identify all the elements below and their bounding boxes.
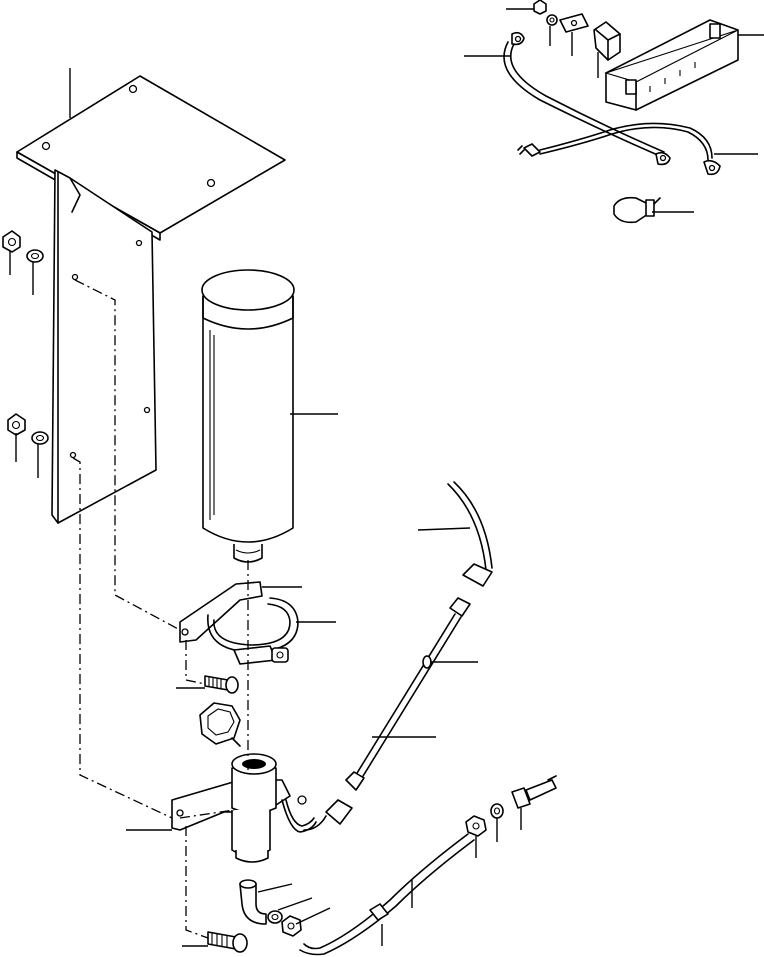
filter-head[interactable] — [171, 753, 317, 863]
mounting-bracket-plate[interactable] — [16, 75, 286, 524]
sensor-bulb[interactable] — [613, 196, 661, 224]
hose-nut[interactable] — [465, 815, 487, 837]
filter-canister[interactable] — [201, 269, 295, 563]
callout-leaders — [9, 8, 764, 947]
band-clamp[interactable] — [179, 581, 299, 665]
ground-cable[interactable] — [503, 31, 671, 166]
elbow-fitting[interactable] — [239, 879, 267, 925]
small-washer-top[interactable] — [546, 14, 558, 26]
head-bolt[interactable] — [207, 931, 248, 953]
hex-nut-upper[interactable] — [2, 230, 21, 253]
alignment-lines — [72, 279, 249, 939]
small-nut-top[interactable] — [533, 0, 547, 15]
hex-nut-lower[interactable] — [7, 413, 26, 436]
bracket-clip[interactable] — [559, 13, 589, 33]
drain-valve[interactable] — [511, 775, 557, 809]
elbow-washer[interactable] — [267, 910, 283, 924]
indicator-plug[interactable] — [199, 702, 241, 747]
harness-cable[interactable] — [517, 122, 721, 176]
washer-upper[interactable] — [26, 249, 44, 263]
clamp-bolt[interactable] — [204, 675, 239, 694]
switch-housing[interactable] — [604, 19, 739, 111]
hose-washer[interactable] — [490, 803, 504, 819]
relay-block[interactable] — [593, 21, 621, 61]
sensor-cable[interactable] — [303, 481, 493, 831]
drain-hose[interactable] — [299, 833, 475, 956]
washer-lower[interactable] — [31, 431, 49, 445]
elbow-nut[interactable] — [281, 915, 302, 937]
